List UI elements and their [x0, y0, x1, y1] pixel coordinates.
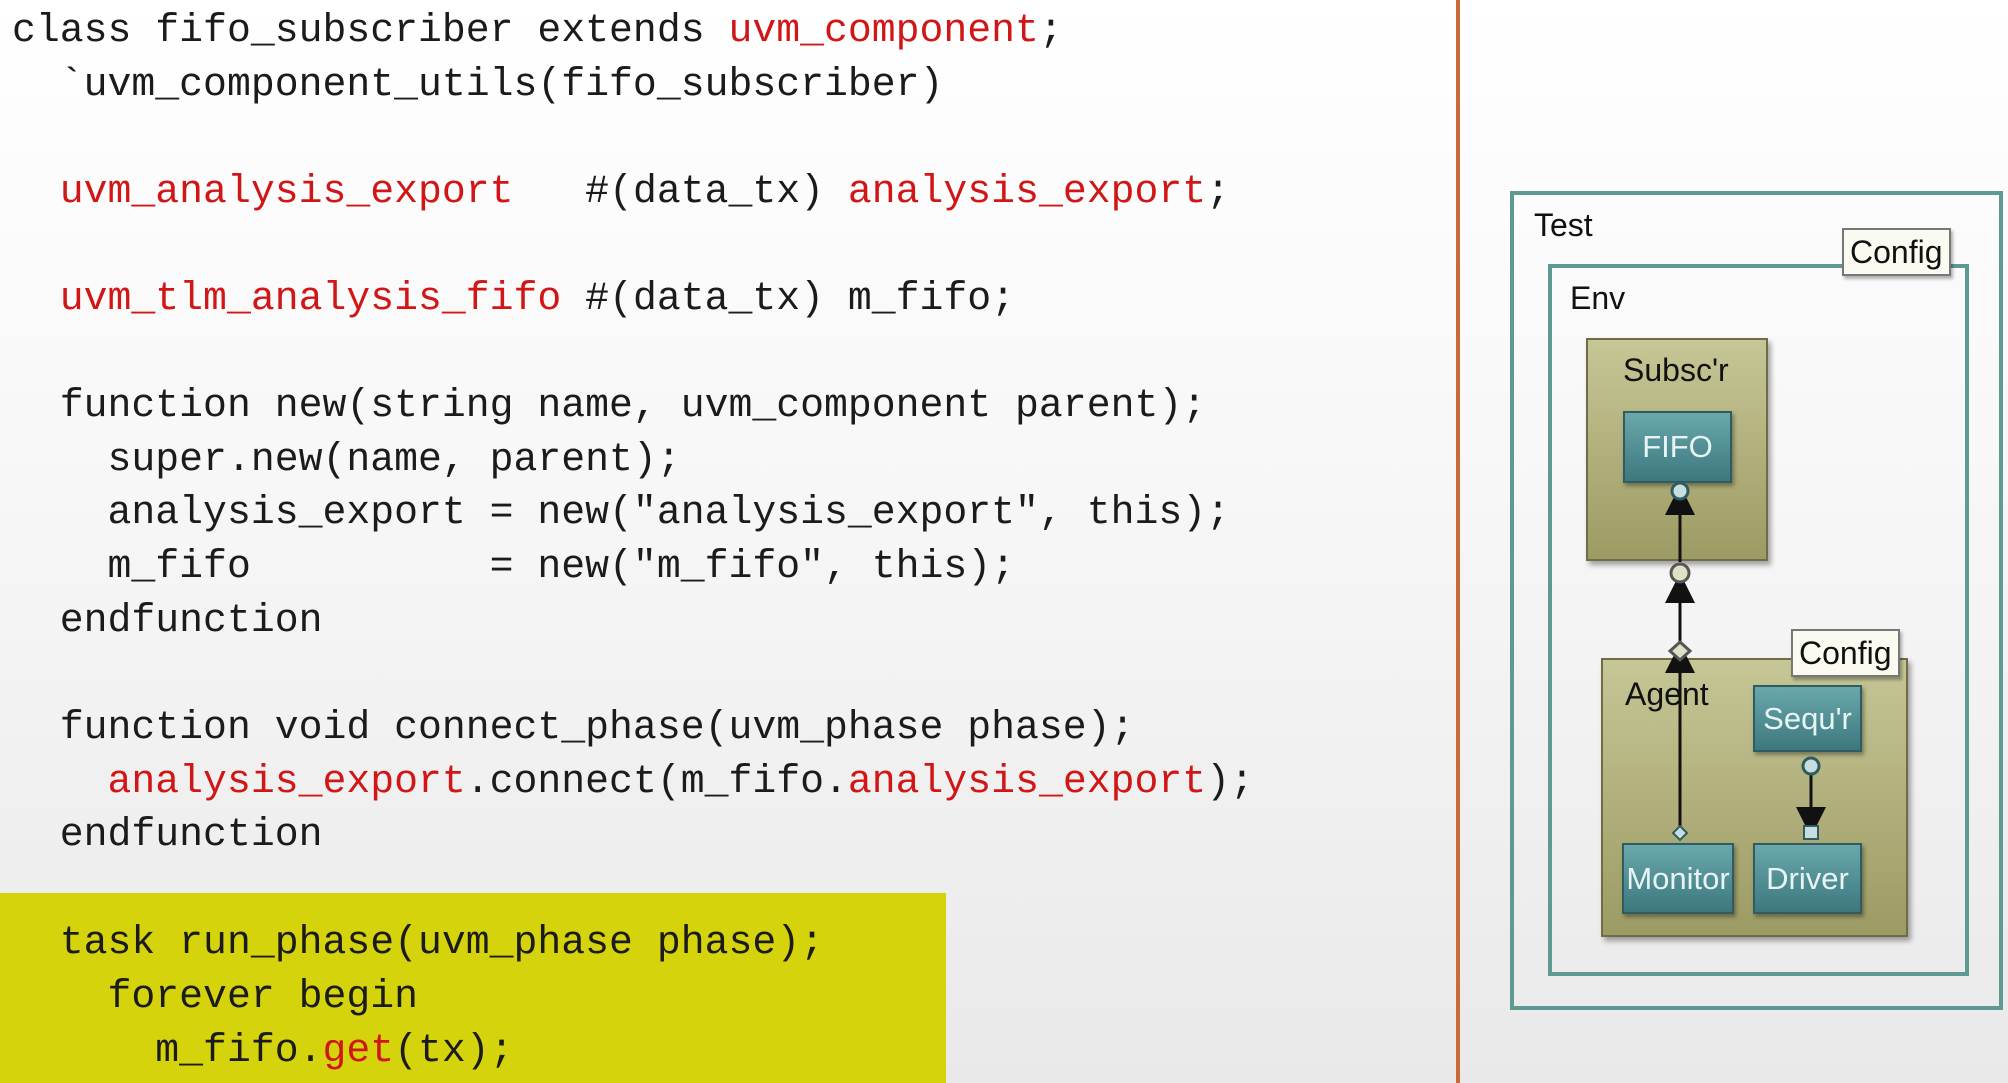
code-line-connect-phase: function void connect_phase(uvm_phase ph…	[12, 703, 1135, 753]
subscriber-export-port-icon	[1669, 562, 1691, 584]
code-line-analysis-export: uvm_analysis_export #(data_tx) analysis_…	[12, 167, 1230, 217]
code-text	[12, 276, 60, 321]
code-text: forever begin	[12, 974, 418, 1019]
code-text	[12, 759, 108, 804]
code-line-super-new: super.new(name, parent);	[12, 435, 681, 485]
uvm-hierarchy-diagram: Test Env Config Subsc'r FIFO Agent Confi…	[1460, 0, 2008, 1083]
run-phase-highlight	[0, 893, 946, 1083]
code-line-class-decl: class fifo_subscriber extends uvm_compon…	[12, 6, 1063, 56]
code-keyword: analysis_export	[847, 169, 1207, 214]
env-box	[1548, 264, 1969, 976]
code-text: `uvm_component_utils(fifo_subscriber)	[12, 62, 944, 107]
code-text: ;	[1206, 169, 1231, 214]
code-line-fifo-get: m_fifo.get(tx);	[12, 1026, 514, 1076]
code-panel: class fifo_subscriber extends uvm_compon…	[0, 6, 1254, 1083]
code-line-endfunction-2: endfunction	[12, 810, 323, 860]
code-line-export-new: analysis_export = new("analysis_export",…	[12, 488, 1230, 538]
code-text: class fifo_subscriber extends	[12, 8, 729, 53]
test-label: Test	[1534, 207, 1593, 243]
code-text: analysis_export = new("analysis_export",…	[12, 490, 1230, 535]
code-keyword: analysis_export	[107, 759, 466, 804]
code-text: #(data_tx) m_fifo;	[561, 276, 1016, 321]
monitor-box: Monitor	[1622, 843, 1734, 914]
config-agent-tag: Config	[1791, 629, 1900, 677]
code-text: );	[1206, 759, 1254, 804]
code-text: function void connect_phase(uvm_phase ph…	[12, 705, 1135, 750]
code-text: endfunction	[12, 812, 323, 857]
code-line-function-new: function new(string name, uvm_component …	[12, 381, 1206, 431]
subscriber-label: Subsc'r	[1623, 352, 1729, 388]
code-text	[12, 169, 60, 214]
code-text: ;	[1038, 8, 1063, 53]
code-line-tlm-fifo: uvm_tlm_analysis_fifo #(data_tx) m_fifo;	[12, 274, 1015, 324]
code-text: #(data_tx)	[513, 169, 848, 214]
driver-port-square-icon	[1803, 825, 1819, 840]
code-text: (tx);	[394, 1028, 514, 1073]
code-line-endfunction-1: endfunction	[12, 596, 323, 646]
code-text: m_fifo.	[12, 1028, 323, 1073]
code-text: super.new(name, parent);	[12, 437, 681, 482]
code-text: endfunction	[12, 598, 323, 643]
code-keyword: uvm_component	[728, 8, 1039, 53]
driver-box: Driver	[1753, 843, 1862, 914]
agent-port-diamond-icon	[1667, 639, 1693, 663]
tlm-connectors	[1665, 481, 1826, 842]
test-box	[1510, 191, 2003, 1010]
code-keyword: uvm_tlm_analysis_fifo	[59, 276, 562, 321]
code-line-forever-begin: forever begin	[12, 972, 418, 1022]
monitor-port-diamond-icon	[1671, 824, 1689, 842]
sequencer-export-port-icon	[1801, 756, 1821, 776]
code-text: .connect(m_fifo.	[465, 759, 848, 804]
agent-label: Agent	[1625, 676, 1709, 712]
config-top-tag: Config	[1842, 228, 1951, 276]
code-text: task run_phase(uvm_phase phase);	[12, 920, 824, 965]
code-line-connect-call: analysis_export.connect(m_fifo.analysis_…	[12, 757, 1254, 807]
env-label: Env	[1570, 280, 1626, 316]
vertical-divider	[1456, 0, 1460, 1083]
code-text: function new(string name, uvm_component …	[12, 383, 1207, 428]
code-keyword: get	[322, 1028, 395, 1073]
code-keyword: uvm_analysis_export	[59, 169, 514, 214]
fifo-export-port-icon	[1670, 481, 1690, 501]
code-line-run-phase: task run_phase(uvm_phase phase);	[12, 918, 824, 968]
code-line-fifo-new: m_fifo = new("m_fifo", this);	[12, 542, 1016, 592]
code-keyword: analysis_export	[847, 759, 1207, 804]
sequencer-box: Sequ'r	[1753, 685, 1862, 752]
code-text: m_fifo = new("m_fifo", this);	[12, 544, 1016, 589]
code-line-utils: `uvm_component_utils(fifo_subscriber)	[12, 60, 944, 110]
